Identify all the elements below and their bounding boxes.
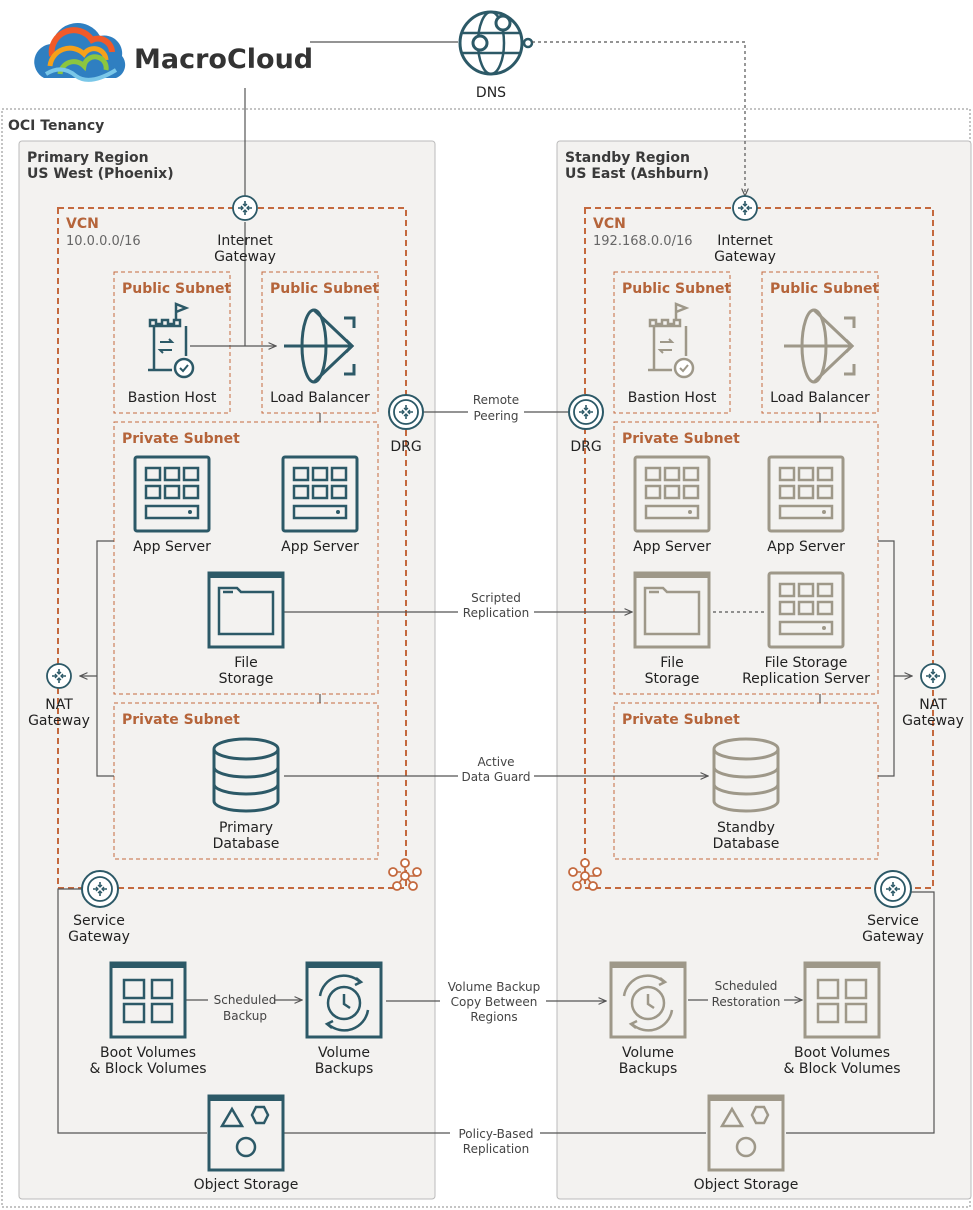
cloud-logo-icon	[34, 23, 126, 82]
scripted-replication-label-1: Scripted	[471, 591, 521, 605]
primary-region-subtitle: US West (Phoenix)	[27, 166, 174, 182]
standby-region-subtitle: US East (Ashburn)	[565, 166, 709, 182]
volume-backup-copy-label-1: Volume Backup	[448, 980, 540, 994]
standby-boot-volumes-label-1: Boot Volumes	[794, 1045, 890, 1061]
standby-igw-label-2: Gateway	[714, 249, 776, 265]
primary-private-subnet-app	[113, 421, 379, 695]
primary-drg-icon	[388, 394, 424, 430]
primary-sgw-label-1: Service	[73, 913, 125, 929]
standby-internet-gateway-icon	[732, 195, 758, 221]
primary-database-label-2: Database	[213, 836, 280, 852]
primary-public-subnet-2-label: Public Subnet	[270, 281, 380, 297]
standby-fs-replication-label-2: Replication Server	[742, 671, 870, 687]
primary-igw-label-1: Internet	[217, 233, 273, 249]
standby-public-subnet-1-label: Public Subnet	[622, 281, 732, 297]
standby-vcn-boundary	[584, 207, 934, 889]
dns-label: DNS	[476, 85, 506, 101]
standby-app-server-1-label: App Server	[633, 539, 711, 555]
standby-region-title: Standby Region	[565, 150, 690, 166]
standby-drg-label: DRG	[570, 439, 601, 455]
primary-sgw-label-2: Gateway	[68, 929, 130, 945]
standby-sgw-label-1: Service	[867, 913, 919, 929]
primary-bastion-label: Bastion Host	[128, 390, 217, 406]
standby-private-subnet-app-label: Private Subnet	[622, 431, 740, 447]
standby-service-gateway-icon	[874, 870, 912, 908]
globe-icon	[458, 10, 534, 76]
standby-nat-label-2: Gateway	[902, 713, 964, 729]
primary-private-subnet-db	[113, 702, 379, 860]
primary-private-subnet-db-label: Private Subnet	[122, 712, 240, 728]
primary-nat-label-1: NAT	[45, 697, 73, 713]
macrocloud-logo: MacroCloud	[34, 23, 313, 82]
standby-file-storage-label-1: File	[660, 655, 683, 671]
standby-bastion-label: Bastion Host	[628, 390, 717, 406]
standby-file-storage-label-2: Storage	[645, 671, 700, 687]
standby-private-subnet-db	[613, 702, 879, 860]
primary-app-server-1-label: App Server	[133, 539, 211, 555]
volume-backup-copy-label-3: Regions	[470, 1010, 517, 1024]
primary-object-storage-label: Object Storage	[194, 1177, 299, 1193]
standby-volume-backups-label-2: Backups	[619, 1061, 678, 1077]
primary-public-subnet-1-label: Public Subnet	[122, 281, 232, 297]
primary-volume-backups-label-1: Volume	[318, 1045, 370, 1061]
standby-sgw-label-2: Gateway	[862, 929, 924, 945]
primary-volume-backups-label-2: Backups	[315, 1061, 374, 1077]
scheduled-backup-label-1: Scheduled	[214, 993, 277, 1007]
standby-volume-backups-label-1: Volume	[622, 1045, 674, 1061]
standby-igw-label-1: Internet	[717, 233, 773, 249]
standby-private-subnet-db-label: Private Subnet	[622, 712, 740, 728]
primary-service-gateway-icon	[81, 870, 119, 908]
primary-public-subnet-2	[261, 271, 379, 414]
standby-public-subnet-2-label: Public Subnet	[770, 281, 880, 297]
standby-database-label-2: Database	[713, 836, 780, 852]
primary-internet-gateway-icon	[232, 195, 258, 221]
standby-private-subnet-app	[613, 421, 879, 695]
primary-file-storage-label-2: Storage	[219, 671, 274, 687]
standby-drg-icon	[568, 394, 604, 430]
primary-private-subnet-app-label: Private Subnet	[122, 431, 240, 447]
standby-fs-replication-label-1: File Storage	[765, 655, 848, 671]
primary-igw-label-2: Gateway	[214, 249, 276, 265]
remote-peering-label-1: Remote	[473, 393, 519, 407]
tenancy-label: OCI Tenancy	[8, 118, 104, 134]
scheduled-backup-label-2: Backup	[223, 1009, 267, 1023]
policy-replication-label-2: Replication	[463, 1142, 529, 1156]
standby-vcn-label: VCN	[593, 216, 626, 232]
data-guard-label-2: Data Guard	[461, 770, 530, 784]
primary-vcn-boundary	[57, 207, 407, 889]
primary-nat-gateway-icon	[46, 663, 72, 689]
standby-vcn-cidr: 192.168.0.0/16	[593, 234, 693, 249]
standby-boot-volumes-label-2: & Block Volumes	[783, 1061, 900, 1077]
standby-object-storage-label: Object Storage	[694, 1177, 799, 1193]
primary-vcn-label: VCN	[66, 216, 99, 232]
standby-nat-gateway-icon	[920, 663, 946, 689]
scripted-replication-label-2: Replication	[463, 606, 529, 620]
standby-database-label-1: Standby	[717, 820, 775, 836]
dns-node: DNS	[458, 10, 534, 101]
policy-replication-label-1: Policy-Based	[458, 1127, 533, 1141]
standby-public-subnet-2	[761, 271, 879, 414]
remote-peering-label-2: Peering	[473, 409, 518, 423]
primary-vcn-cidr: 10.0.0.0/16	[66, 234, 141, 249]
primary-file-storage-label-1: File	[234, 655, 257, 671]
primary-boot-volumes-label-2: & Block Volumes	[89, 1061, 206, 1077]
connection-lines	[57, 41, 935, 1134]
primary-region-title: Primary Region	[27, 150, 149, 166]
primary-boot-volumes-label-1: Boot Volumes	[100, 1045, 196, 1061]
standby-lb-label: Load Balancer	[770, 390, 870, 406]
data-guard-label-1: Active	[477, 755, 514, 769]
volume-backup-copy-label-2: Copy Between	[451, 995, 538, 1009]
primary-lb-label: Load Balancer	[270, 390, 370, 406]
primary-database-label-1: Primary	[219, 820, 273, 836]
logo-text: MacroCloud	[134, 44, 313, 75]
scheduled-restoration-label-2: Restoration	[712, 995, 781, 1009]
primary-app-server-2-label: App Server	[281, 539, 359, 555]
primary-drg-label: DRG	[390, 439, 421, 455]
primary-nat-label-2: Gateway	[28, 713, 90, 729]
scheduled-restoration-label-1: Scheduled	[715, 979, 778, 993]
standby-nat-label-1: NAT	[919, 697, 947, 713]
standby-app-server-2-label: App Server	[767, 539, 845, 555]
